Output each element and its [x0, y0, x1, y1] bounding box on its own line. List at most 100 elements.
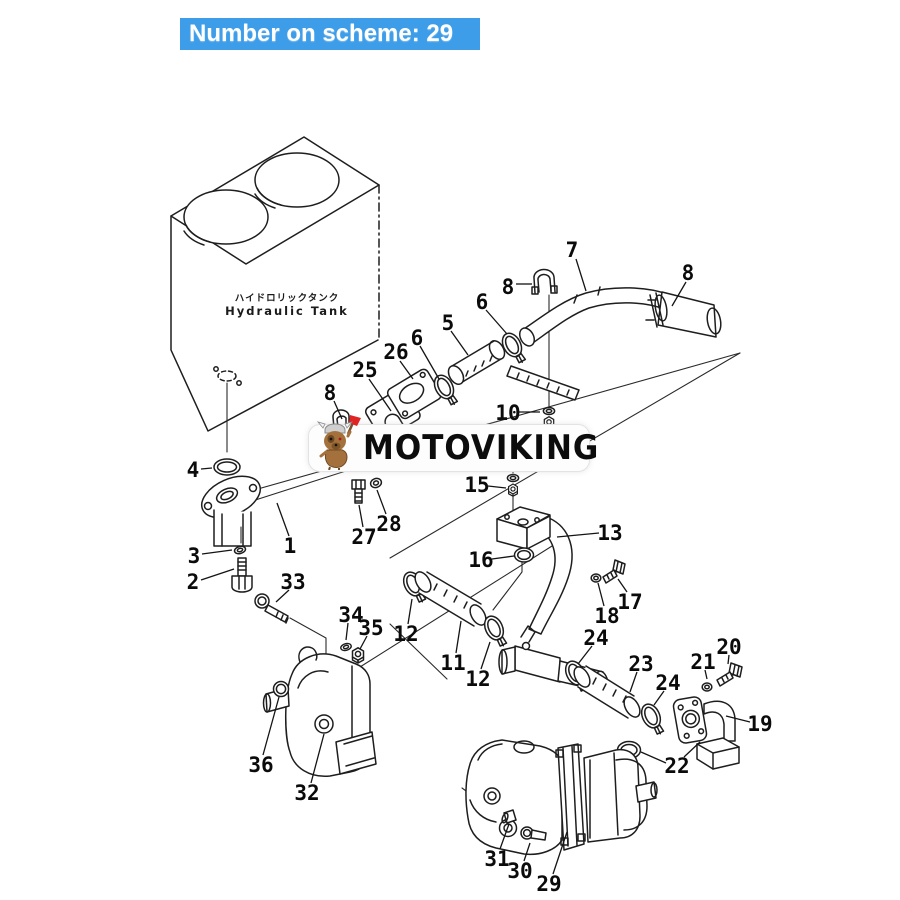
hose-11 — [414, 571, 487, 627]
leader-line — [499, 823, 510, 850]
part-label-19: 19 — [747, 712, 772, 736]
part-label-11: 11 — [440, 651, 465, 675]
elbow-pipe-13 — [492, 506, 609, 692]
axe-icon — [349, 415, 361, 426]
part-label-8: 8 — [324, 381, 337, 405]
elbow-fitting-19 — [672, 696, 740, 770]
fitting-31 — [501, 809, 517, 824]
part-label-32: 32 — [294, 781, 319, 805]
washer-10 — [542, 406, 556, 416]
part-label-12: 12 — [393, 622, 418, 646]
part-label-1: 1 — [284, 534, 297, 558]
part-label-6: 6 — [411, 326, 424, 350]
leader-line — [407, 598, 413, 625]
washer-28 — [369, 477, 383, 489]
leader-line — [455, 620, 462, 654]
hose-clamp-24 — [637, 700, 668, 739]
leader-line — [629, 671, 638, 693]
part-label-7: 7 — [566, 238, 579, 262]
bolt-20 — [716, 662, 743, 687]
tank-port-hole — [217, 370, 237, 382]
leader-line — [368, 378, 392, 412]
leader-line — [262, 696, 280, 756]
leader-line — [333, 400, 343, 420]
part-label-27: 27 — [351, 525, 376, 549]
part-label-4: 4 — [187, 458, 200, 482]
part-label-24: 24 — [655, 671, 680, 695]
scheme-number-banner: Number on scheme: 29 — [180, 18, 480, 50]
part-label-28: 28 — [376, 512, 401, 536]
leader-line — [376, 489, 387, 515]
part-label-15: 15 — [464, 473, 489, 497]
leader-line — [577, 645, 593, 665]
nut-35 — [351, 647, 365, 664]
leader-line — [276, 502, 290, 537]
leader-line — [487, 485, 507, 489]
tank-lid — [183, 189, 269, 245]
part-label-2: 2 — [187, 570, 200, 594]
leader-line — [310, 733, 325, 784]
leader-line — [523, 842, 531, 862]
leader-line — [671, 281, 687, 307]
part-label-20: 20 — [716, 635, 741, 659]
leader-line — [597, 582, 605, 607]
leader-line — [485, 309, 508, 335]
washer-34 — [339, 641, 353, 653]
tank-label-en: Hydraulic Tank — [225, 304, 349, 318]
watermark-band: MOTOVIKING — [308, 415, 598, 472]
bolt-33 — [254, 593, 289, 624]
leader-line — [575, 258, 587, 292]
part-label-17: 17 — [617, 590, 642, 614]
viking-dog-logo — [317, 415, 361, 470]
watermark-brand: MOTOVIKING — [363, 428, 600, 468]
washer-18 — [590, 573, 602, 583]
bolt-2 — [231, 557, 253, 593]
leader-line — [640, 751, 667, 764]
hose-5 — [447, 340, 506, 385]
part-label-36: 36 — [248, 753, 273, 777]
leader-line — [480, 641, 491, 670]
suction-flange-elbow — [200, 475, 262, 547]
leader-line — [450, 330, 469, 356]
bolt-27 — [351, 479, 366, 504]
part-label-21: 21 — [690, 650, 715, 674]
leader-line — [653, 690, 665, 706]
part-label-24: 24 — [583, 626, 608, 650]
part-label-26: 26 — [383, 340, 408, 364]
hydraulic-pump-29 — [465, 739, 658, 856]
leader-line — [552, 831, 568, 875]
leader-line — [399, 360, 414, 380]
leader-line — [201, 549, 233, 555]
part-label-34: 34 — [338, 603, 363, 627]
leader-line — [491, 555, 515, 560]
leader-line — [725, 715, 751, 723]
strip-plate — [506, 365, 580, 401]
valve-fitting — [514, 645, 561, 683]
o-ring-16 — [513, 547, 535, 563]
hydraulic-tank: ハイドロリックタンク Hydraulic Tank — [170, 136, 380, 453]
leader-line — [359, 635, 368, 650]
o-ring-4 — [213, 458, 241, 476]
leader-line — [200, 568, 235, 581]
bolt-17 — [602, 559, 626, 584]
leader-line — [200, 467, 213, 470]
part-label-12: 12 — [465, 667, 490, 691]
part-label-18: 18 — [594, 604, 619, 628]
part-label-8: 8 — [502, 275, 515, 299]
scheme-number-text: Number on scheme: 29 — [189, 20, 454, 47]
part-label-30: 30 — [507, 859, 532, 883]
part-label-3: 3 — [188, 544, 201, 568]
part-label-16: 16 — [468, 548, 493, 572]
part-label-33: 33 — [280, 570, 305, 594]
part-label-6: 6 — [476, 290, 489, 314]
leader-line — [617, 578, 628, 593]
plug-30 — [520, 826, 547, 841]
part-label-31: 31 — [484, 847, 509, 871]
leader-line — [683, 741, 701, 758]
o-ring-36 — [272, 680, 290, 698]
part-label-5: 5 — [442, 311, 455, 335]
pipe-end-sleeve — [657, 291, 717, 338]
